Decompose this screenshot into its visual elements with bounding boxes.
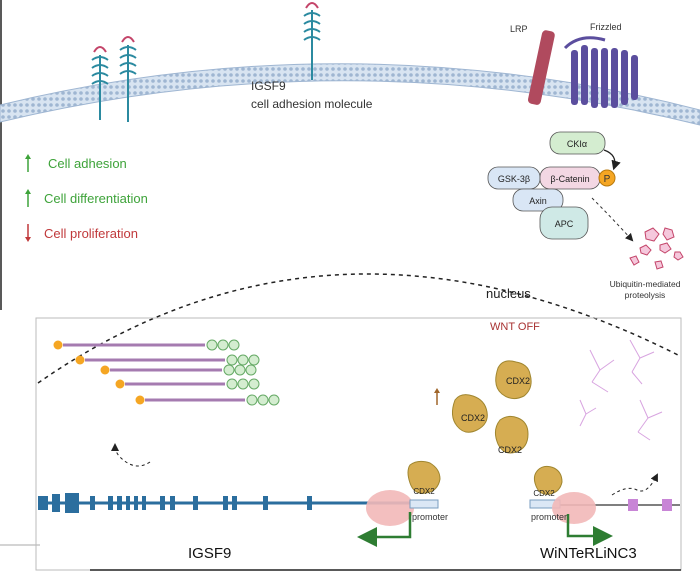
apc-label: APC (555, 219, 574, 229)
nucleus-panel (35, 317, 682, 571)
mrna-4 (115, 378, 260, 390)
axin-label: Axin (529, 196, 547, 206)
gene-label-winterlinc3: WiNTeRLiNC3 (540, 545, 637, 562)
rna-polymerase-left (366, 490, 414, 526)
rna-polymerase-right (552, 492, 596, 524)
winterlinc3-exon-1 (628, 499, 638, 511)
mrna-5 (135, 394, 280, 406)
phosphate-label: P (604, 174, 611, 185)
mrna-3 (100, 364, 257, 376)
lrp-receptor (527, 30, 555, 105)
proteolysis-label-line2: proteolysis (625, 290, 666, 300)
effect-cell-differentiation: Cell differentiation (44, 191, 148, 206)
beta-catenin-label: β-Catenin (550, 174, 589, 184)
promoter-label-right: promoter (531, 512, 567, 522)
igsf9-molecule-1 (91, 46, 109, 120)
cdx2-label-2: CDX2 (461, 413, 485, 423)
cdx2-label-5: CDX2 (533, 489, 555, 498)
destruction-complex: CKIα GSK-3β β-Catenin P Axin APC (487, 131, 634, 242)
transcript-arrow-right (611, 473, 658, 496)
cdx2-label-1: CDX2 (506, 376, 530, 386)
winterlinc3-exon-2 (662, 499, 672, 511)
effects-list: Cell adhesion Cell differentiation Cell … (25, 154, 148, 242)
nuclear-envelope (37, 273, 679, 384)
mrna-transcripts (53, 339, 280, 406)
igsf9-exons (38, 493, 312, 513)
mrna-1 (53, 339, 240, 351)
proteolysis-label-line1: Ubiquitin-mediated (610, 279, 681, 289)
igsf9-membrane-label: IGSF9 (251, 79, 286, 93)
ck1-label: CKIα (567, 139, 587, 149)
phosphorylation-arrow (603, 149, 621, 171)
wnt-molecules (579, 339, 663, 441)
transcript-arrow-left (111, 443, 151, 467)
wnt-off-label: WNT OFF (490, 321, 540, 333)
mrna-2 (75, 354, 260, 366)
tss-arrow-right (566, 514, 613, 546)
degradation-arrow (591, 197, 634, 242)
promoter-box-left (409, 499, 439, 509)
igsf9-molecule-2 (119, 36, 137, 122)
cell-adhesion-molecule-label: cell adhesion molecule (251, 97, 373, 111)
igsf9-molecule-3 (303, 2, 321, 80)
promoter-label-left: promoter (412, 512, 448, 522)
lrp-label: LRP (510, 24, 528, 34)
gsk3b-label: GSK-3β (498, 174, 530, 184)
nucleus-label: nucleus (486, 286, 531, 301)
proteolysis-fragments (629, 227, 684, 270)
gene-label-igsf9: IGSF9 (188, 545, 231, 562)
frizzled-label: Frizzled (590, 22, 622, 32)
tss-arrow-left (357, 512, 412, 547)
frizzled-receptor (563, 36, 638, 108)
effect-cell-proliferation: Cell proliferation (44, 226, 138, 241)
cdx2-label-3: CDX2 (498, 445, 522, 455)
cdx2-proteins (407, 360, 563, 495)
effect-cell-adhesion: Cell adhesion (48, 156, 127, 171)
cdx2-label-4: CDX2 (413, 487, 435, 496)
cell-membrane (0, 63, 700, 126)
